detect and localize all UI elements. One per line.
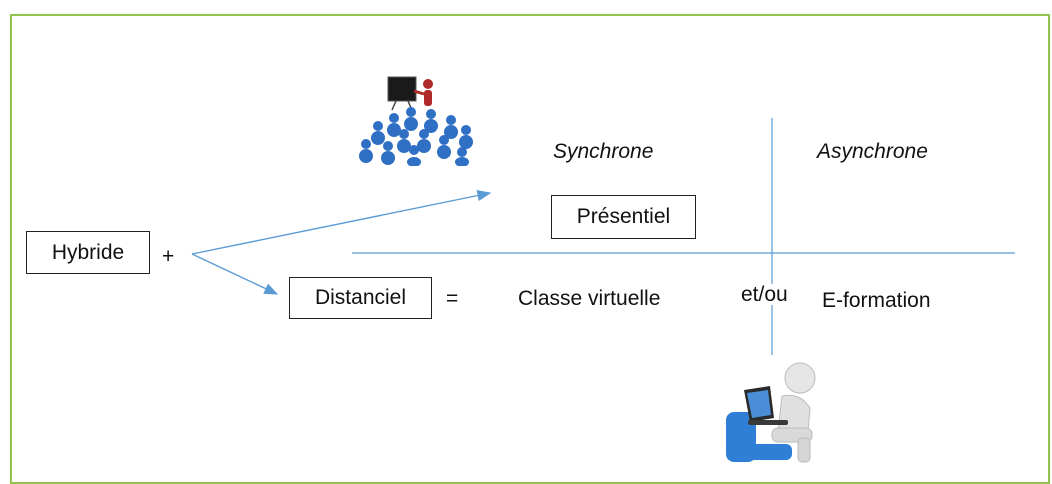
classroom-presentation-icon	[356, 74, 486, 167]
arrow-to-presentiel	[191, 190, 492, 255]
e-formation-label: E-formation	[822, 289, 931, 312]
classe-virtuelle-label: Classe virtuelle	[518, 287, 661, 310]
hybride-box: Hybride	[26, 231, 150, 274]
equals-sign: =	[446, 287, 459, 310]
header-asynchrone: Asynchrone	[817, 140, 928, 163]
header-synchrone: Synchrone	[553, 140, 654, 163]
presentiel-box: Présentiel	[551, 195, 696, 239]
presentiel-label: Présentiel	[576, 205, 671, 228]
person-with-laptop-icon	[722, 360, 822, 468]
distanciel-box: Distanciel	[289, 277, 432, 319]
plus-sign: +	[162, 245, 175, 268]
hybride-label: Hybride	[51, 240, 125, 264]
distanciel-label: Distanciel	[314, 286, 407, 309]
arrow-to-distanciel	[191, 253, 279, 295]
et-ou-label: et/ou	[739, 283, 790, 306]
